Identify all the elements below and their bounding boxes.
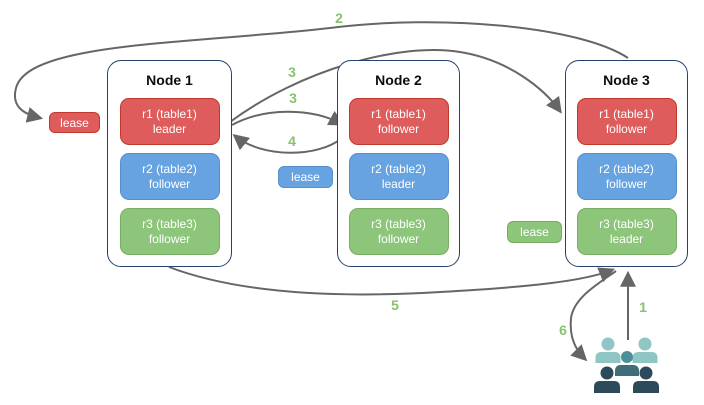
replica-role: leader	[381, 176, 416, 191]
node2-replica-r2: r2 (table2) leader	[348, 153, 449, 200]
replica-name: r3 (table3)	[599, 216, 654, 231]
step-label-6: 6	[559, 322, 567, 338]
node-1-title: Node 1	[146, 72, 193, 88]
node2-replica-r3: r3 (table3) follower	[348, 208, 449, 255]
node-3: Node 3 r1 (table1) follower r2 (table2) …	[565, 60, 688, 267]
node3-replica-r3: r3 (table3) leader	[576, 208, 677, 255]
arrow-step-4-node2-to-node1	[232, 133, 343, 154]
arrow-step-3-node1-to-node2	[231, 110, 345, 126]
node-2: Node 2 r1 (table1) follower r2 (table2) …	[337, 60, 460, 267]
step-label-3b: 3	[289, 90, 297, 106]
replica-role: leader	[609, 231, 644, 246]
node1-replica-r3: r3 (table3) follower	[119, 208, 220, 255]
arrow-step-2-node3-to-lease	[13, 21, 629, 123]
replica-name: r1 (table1)	[599, 106, 654, 121]
replica-name: r3 (table3)	[371, 216, 426, 231]
replica-name: r1 (table1)	[142, 106, 197, 121]
replica-role: follower	[377, 121, 420, 136]
arrow-step-3-node1-to-node3	[229, 49, 562, 123]
node1-replica-r1: r1 (table1) leader	[119, 98, 220, 145]
step-label-5: 5	[391, 297, 399, 313]
replica-role: follower	[148, 176, 191, 191]
arrow-step-5-node1-to-node3	[168, 266, 615, 296]
replica-name: r2 (table2)	[371, 161, 426, 176]
node3-replica-r1: r1 (table1) follower	[576, 98, 677, 145]
replica-name: r3 (table3)	[142, 216, 197, 231]
node2-replica-r1: r1 (table1) follower	[348, 98, 449, 145]
arrow-step-6-node3-to-users	[569, 270, 617, 362]
step-label-2: 2	[335, 10, 343, 26]
lease-badge-red: lease	[49, 112, 100, 133]
node3-replica-r2: r2 (table2) follower	[576, 153, 677, 200]
replica-role: follower	[605, 121, 648, 136]
node1-replica-r2: r2 (table2) follower	[119, 153, 220, 200]
replica-role: follower	[605, 176, 648, 191]
step-label-3a: 3	[288, 64, 296, 80]
step-label-1: 1	[639, 299, 647, 315]
lease-badge-green: lease	[507, 221, 562, 243]
users-group-icon	[594, 337, 659, 393]
node-2-title: Node 2	[375, 72, 422, 88]
step-label-4: 4	[288, 133, 296, 149]
node-1: Node 1 r1 (table1) leader r2 (table2) fo…	[107, 60, 232, 267]
replica-role: follower	[377, 231, 420, 246]
lease-badge-blue: lease	[278, 166, 333, 188]
replica-role: leader	[152, 121, 187, 136]
replica-name: r1 (table1)	[371, 106, 426, 121]
replica-name: r2 (table2)	[599, 161, 654, 176]
replica-role: follower	[148, 231, 191, 246]
node-3-title: Node 3	[603, 72, 650, 88]
replica-name: r2 (table2)	[142, 161, 197, 176]
